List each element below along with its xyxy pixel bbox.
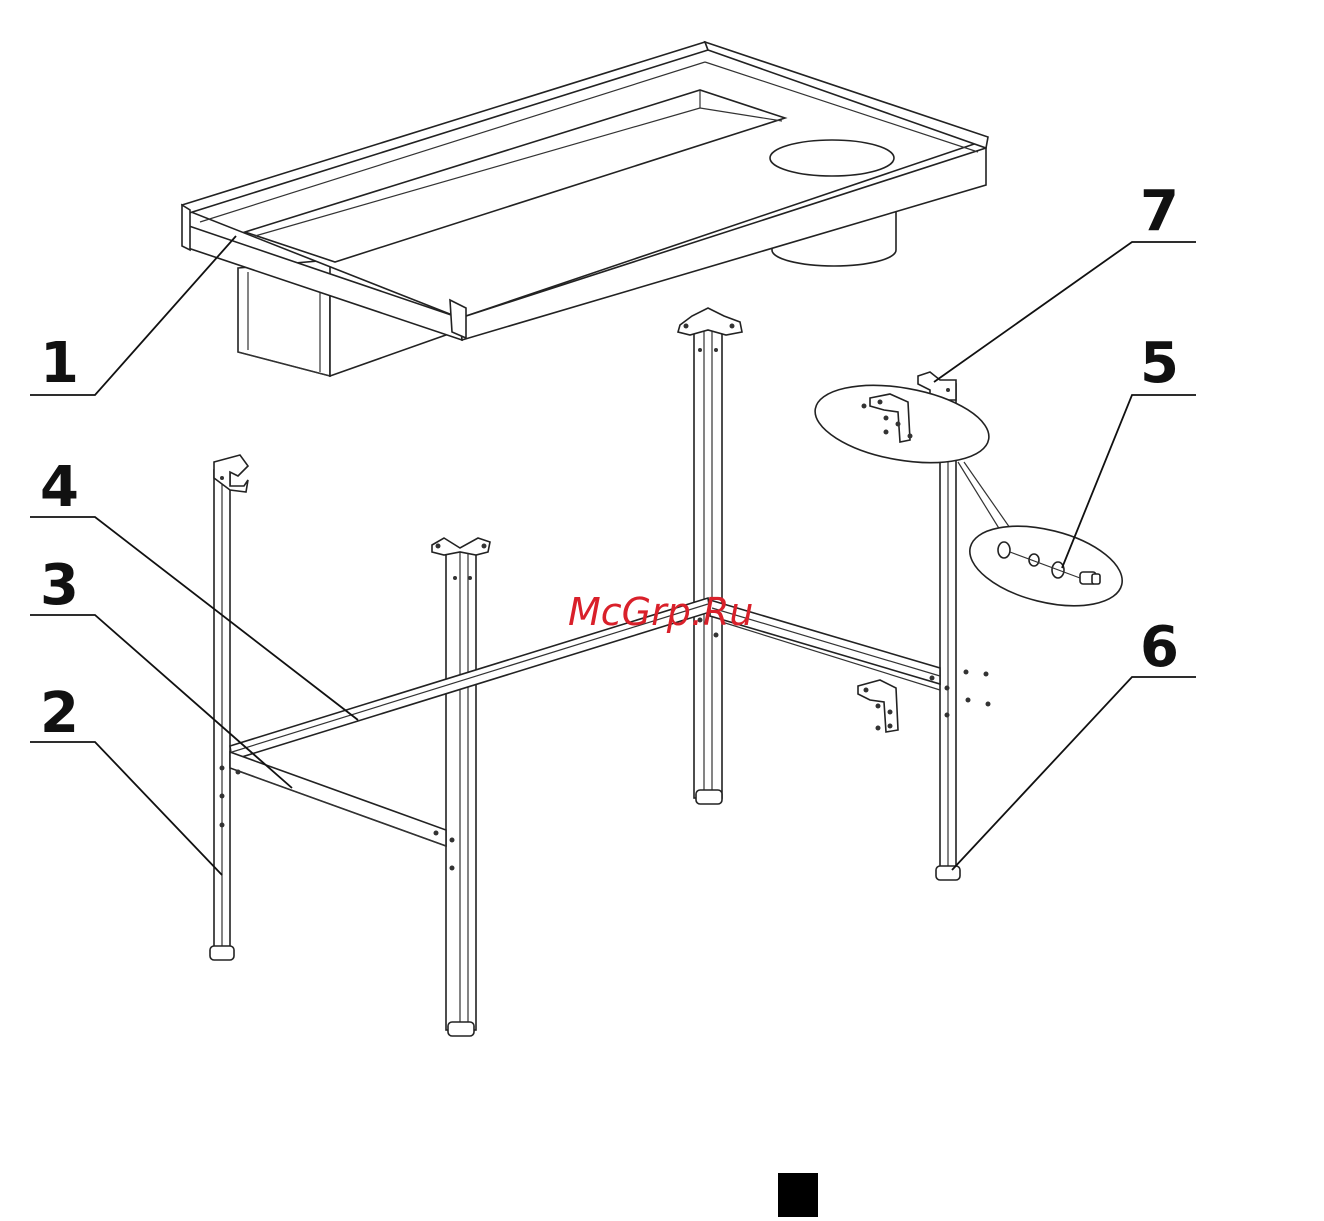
side-crossbar [230,752,446,846]
callout-6: 6 [1140,615,1179,680]
leg-front-left [432,538,490,1036]
callout-1: 1 [40,331,79,396]
callout-2: 2 [40,681,79,746]
callout-7: 7 [1140,179,1179,244]
watermark-text: McGrp.Ru [568,590,753,634]
leg-back-center [678,308,742,804]
callout-4: 4 [40,455,79,520]
page-marker [778,1173,818,1217]
callout-5: 5 [1140,331,1179,396]
callout-3: 3 [40,553,79,618]
detail-fastener-ellipse [958,462,1130,620]
detail-bracket-ellipse [809,373,995,474]
table-top [182,42,988,376]
leg-back-left [210,455,248,960]
